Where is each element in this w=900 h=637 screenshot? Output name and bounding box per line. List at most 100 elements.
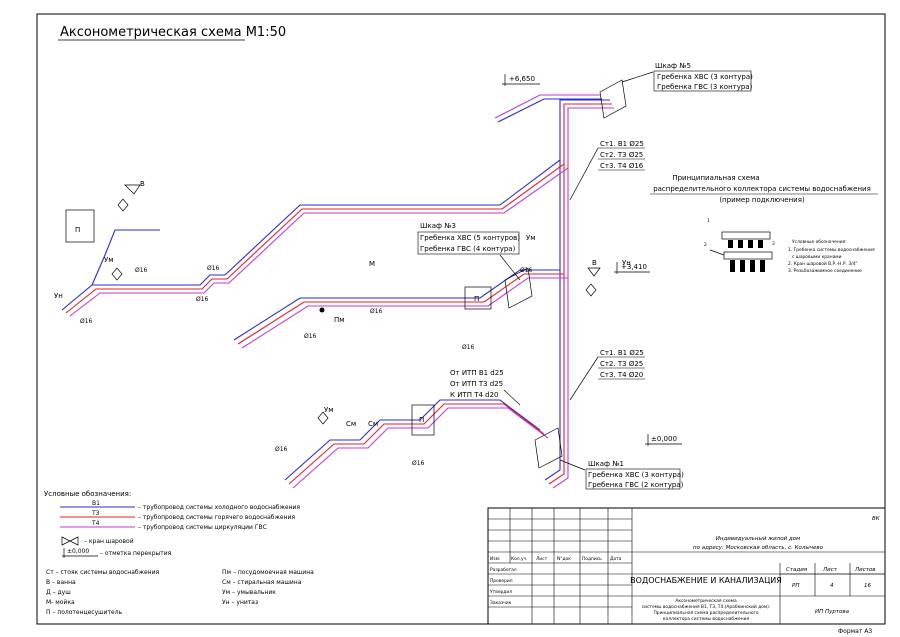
legend-left-2: Д – душ: [46, 589, 71, 596]
dishwasher-label: Пм: [334, 316, 345, 324]
tb-desc-1: системы водоснабжения В1, Т3, Т4.(Арабки…: [642, 603, 771, 610]
itp-leader: [503, 389, 521, 406]
bath-symbol-right: [587, 267, 601, 277]
level-marks: +6,650 +3,410 ±0,000: [502, 74, 682, 446]
principal-scheme: Принципиальная схема распределительного …: [650, 174, 878, 274]
sink-label-mid: Ум: [526, 234, 536, 242]
cabinet-3-line1: Гребенка ХВС (5 контуров): [420, 234, 520, 242]
legend-right-3: Ун – унитаз: [222, 599, 258, 606]
tb-role-3: Заказчик: [490, 600, 512, 606]
pipe-hot-branch-mid: [237, 273, 564, 345]
towel-rail-low: [411, 404, 435, 436]
dishwasher-symbol: [319, 307, 325, 313]
manifold-outlet-7: [750, 260, 755, 272]
d16-6: Ø16: [370, 308, 383, 315]
level-mid: +3,410: [621, 263, 647, 271]
pipe-cold-branch-low: [284, 399, 541, 481]
pipe-bundle-top-2: [497, 98, 602, 123]
cabinet-3-name: Шкаф №3: [420, 222, 456, 230]
manifold-drawing: [709, 231, 773, 272]
tb-stage: РП: [792, 583, 799, 589]
legend-left-0: Ст – стояк системы водоснабжения: [46, 569, 160, 576]
manifold-bar-1: [721, 231, 771, 240]
tb-section: ВОДОСНАБЖЕНИЕ И КАНАЛИЗАЦИЯ: [630, 576, 782, 585]
manifold-outlet-8: [760, 260, 765, 272]
tb-obj2: по адресу: Московская область, с. Колыче…: [693, 545, 824, 551]
cabinet-3-frame: [417, 231, 520, 255]
cabinet-1-leader: [559, 459, 586, 471]
cabinet-5-name: Шкаф №5: [655, 62, 691, 70]
legend-valve: – кран шаровой: [84, 538, 134, 545]
cabinet-3: Шкаф №3 Гребенка ХВС (5 контуров) Гребен…: [417, 222, 533, 309]
legend-code-recirc: Т4: [91, 520, 100, 527]
cabinet-1-box: [534, 427, 563, 469]
itp-c: К ИТП Т4 d20: [450, 391, 499, 399]
riser-bottom-a: Ст1. В1 Ø25: [600, 349, 644, 357]
principal-legend-3: 2. Кран шаровой В.Р.-Н.Р. 3/4": [788, 260, 857, 267]
toilet-label-right: Ун: [622, 259, 631, 267]
manifold-outlet-4: [758, 240, 763, 248]
pipe-recirc-branch-mid: [241, 277, 568, 349]
principal-legend-4: 3. Резьбозажимное соединение: [788, 267, 862, 274]
tb-h-date: Дата: [610, 556, 622, 562]
tb-role-1: Проверил: [490, 578, 513, 584]
manifold-outlet-6: [740, 260, 745, 272]
tb-h-sign: Подпись: [582, 556, 602, 562]
d16-5: Ø16: [304, 333, 317, 340]
cabinet-5-box: [599, 79, 627, 119]
toilet-label-left: Ун: [54, 292, 63, 300]
manifold-outlet-3: [748, 240, 753, 248]
cabinet-5: Шкаф №5 Гребенка ХВС (3 контура) Гребенк…: [599, 62, 753, 119]
principal-legend-1: 1. Гребенка системы водоснабжения: [788, 246, 875, 253]
sink-label-left: Ум: [104, 256, 114, 264]
riser-top-c: Ст3. Т4 Ø16: [600, 162, 644, 170]
d16-1: Ø16: [80, 318, 93, 325]
principal-title-2: распределительного коллектора системы во…: [653, 185, 871, 193]
tb-sheets: 16: [864, 583, 871, 589]
kitchen-label: М: [369, 260, 375, 268]
pipe-hot-riser: [548, 164, 565, 485]
sink-label-low: Ум: [324, 406, 334, 414]
itp-callout: От ИТП В1 d25 От ИТП Т3 d25 К ИТП Т4 d20: [450, 369, 521, 406]
valve-diamond-4: [317, 411, 329, 425]
cabinet-3-box: [504, 267, 533, 309]
tb-org: ИП Пуртова: [815, 609, 850, 615]
drawing-title: Аксонометрическая схема М1:50: [60, 25, 286, 40]
tb-sheets-h: Листов: [854, 567, 876, 573]
riser-top-a: Ст1. В1 Ø25: [600, 140, 644, 148]
tb-h-izm: Изм.: [490, 556, 500, 562]
d16-3: Ø16: [207, 265, 220, 272]
d16-9: Ø16: [275, 446, 288, 453]
d16-10: Ø16: [412, 460, 425, 467]
cabinet-1: Шкаф №1 Гребенка ХВС (3 контура) Гребенк…: [534, 427, 684, 490]
principal-num-3: 3: [772, 241, 775, 247]
legend-right-1: См – стиральная машина: [222, 579, 302, 586]
tb-sheet: 4: [830, 583, 834, 589]
legend-mark-symbol: ±0,000: [67, 548, 89, 555]
risers-top-leader: [569, 147, 599, 201]
pipe-cold-riser: [544, 160, 561, 481]
legend: Условные обозначения: В1 Т3 Т4 – трубопр…: [44, 490, 314, 616]
tb-stage-h: Стадия: [786, 567, 808, 573]
pipe-recirc-main: [69, 107, 614, 317]
pipe-cold-left: [91, 229, 160, 286]
tb-desc-3: коллектора системы водоснабжения: [663, 615, 750, 622]
manifold-outlet-1: [728, 240, 733, 248]
cabinet-1-line2: Гребенка ГВС (2 контура): [588, 481, 684, 489]
tb-role-0: Разработал: [490, 566, 517, 573]
towel-label-mid: П: [474, 295, 479, 303]
tb-h-kol: Кол.уч.: [511, 556, 528, 562]
valve-diamond-3: [585, 283, 597, 297]
cabinet-3-line2: Гребенка ГВС (4 контура): [420, 245, 516, 253]
legend-code-cold: В1: [92, 500, 100, 507]
manifold-outlet-5: [730, 260, 735, 272]
legend-right-0: Пм – посудомоечная машина: [222, 569, 314, 576]
bath-symbol-left: [124, 184, 141, 195]
risers-bottom-leader: [569, 356, 599, 401]
cabinet-5-leader: [621, 71, 654, 83]
manifold-feed: [709, 249, 725, 256]
risers-top: Ст1. В1 Ø25 Ст2. Т3 Ø25 Ст3. Т4 Ø16: [569, 140, 645, 201]
tb-role-2: Утвердил: [490, 589, 512, 595]
legend-head: Условные обозначения:: [44, 490, 131, 498]
tb-desc-2: Принципиальная схема распределительного: [653, 610, 758, 616]
